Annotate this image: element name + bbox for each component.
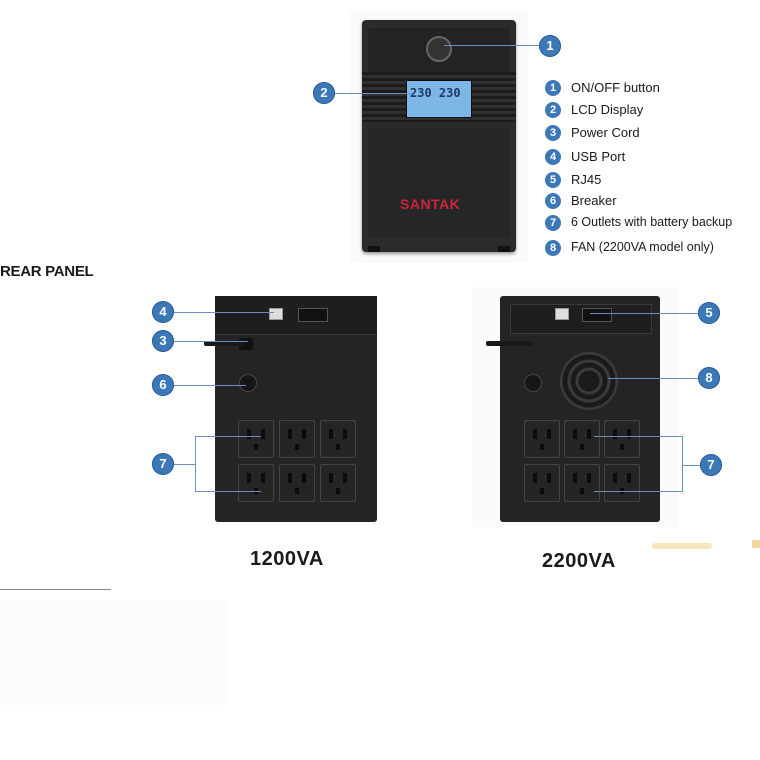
- legend-label: LCD Display: [571, 102, 644, 117]
- outlet: [238, 464, 274, 502]
- ups-front-unit: 230 230 SANTAK: [362, 20, 516, 252]
- callout-7b: 7: [700, 454, 722, 476]
- leader-line: [174, 385, 246, 386]
- lcd-readout: 230 230: [410, 86, 461, 100]
- outlet: [320, 420, 356, 458]
- legend-number: 3: [545, 125, 561, 141]
- bracket: [594, 491, 682, 492]
- usb-port: [555, 308, 569, 320]
- faint-panel: [0, 600, 226, 705]
- legend-label: Power Cord: [571, 125, 640, 140]
- outlet: [238, 420, 274, 458]
- leader-line: [608, 378, 698, 379]
- bracket: [195, 436, 261, 437]
- legend-label: RJ45: [571, 172, 602, 187]
- power-cord: [204, 341, 244, 346]
- rj45-port: [298, 308, 328, 322]
- fan-grille: [560, 352, 618, 410]
- leader-line: [682, 465, 700, 466]
- outlet: [279, 420, 315, 458]
- outlet: [564, 420, 600, 458]
- callout-8: 8: [698, 367, 720, 389]
- legend-number: 1: [545, 80, 561, 96]
- legend-number: 8: [545, 240, 561, 256]
- legend-number: 7: [545, 215, 561, 231]
- power-cord: [486, 341, 532, 346]
- legend-label: FAN (2200VA model only): [571, 240, 714, 254]
- legend-number: 4: [545, 149, 561, 165]
- bracket: [594, 436, 682, 437]
- leader-line: [174, 341, 248, 342]
- leader-line: [335, 93, 411, 94]
- legend-number: 5: [545, 172, 561, 188]
- bracket: [195, 436, 196, 492]
- outlet: [604, 420, 640, 458]
- outlet: [524, 464, 560, 502]
- section-title: REAR PANEL: [0, 263, 94, 280]
- legend-label: Breaker: [571, 193, 617, 208]
- power-button[interactable]: [426, 36, 452, 62]
- legend-label: ON/OFF button: [571, 80, 660, 95]
- leader-line: [174, 464, 196, 465]
- brand-logo: SANTAK: [400, 196, 461, 212]
- divider: [0, 589, 111, 590]
- legend-number: 2: [545, 102, 561, 118]
- outlet: [279, 464, 315, 502]
- callout-7a: 7: [152, 453, 174, 475]
- outlet: [320, 464, 356, 502]
- callout-2: 2: [313, 82, 335, 104]
- decorative-stroke: [652, 543, 712, 549]
- decorative-stroke: [752, 540, 760, 548]
- bracket: [195, 491, 261, 492]
- outlet: [524, 420, 560, 458]
- rj45-port: [582, 308, 612, 322]
- callout-4: 4: [152, 301, 174, 323]
- leader-line: [174, 312, 274, 313]
- callout-1: 1: [539, 35, 561, 57]
- lcd-display: 230 230: [406, 80, 472, 118]
- leader-line: [590, 313, 698, 314]
- callout-5: 5: [698, 302, 720, 324]
- legend-number: 6: [545, 193, 561, 209]
- breaker: [239, 374, 257, 392]
- outlet: [604, 464, 640, 502]
- outlet: [564, 464, 600, 502]
- model-caption-1200va: 1200VA: [250, 548, 324, 570]
- leader-line: [444, 45, 540, 46]
- legend-label: USB Port: [571, 149, 626, 164]
- bracket: [682, 436, 683, 492]
- callout-3: 3: [152, 330, 174, 352]
- callout-6: 6: [152, 374, 174, 396]
- usb-port: [269, 308, 283, 320]
- breaker: [524, 374, 542, 392]
- legend-label: 6 Outlets with battery backup: [571, 215, 733, 229]
- model-caption-2200va: 2200VA: [542, 550, 616, 572]
